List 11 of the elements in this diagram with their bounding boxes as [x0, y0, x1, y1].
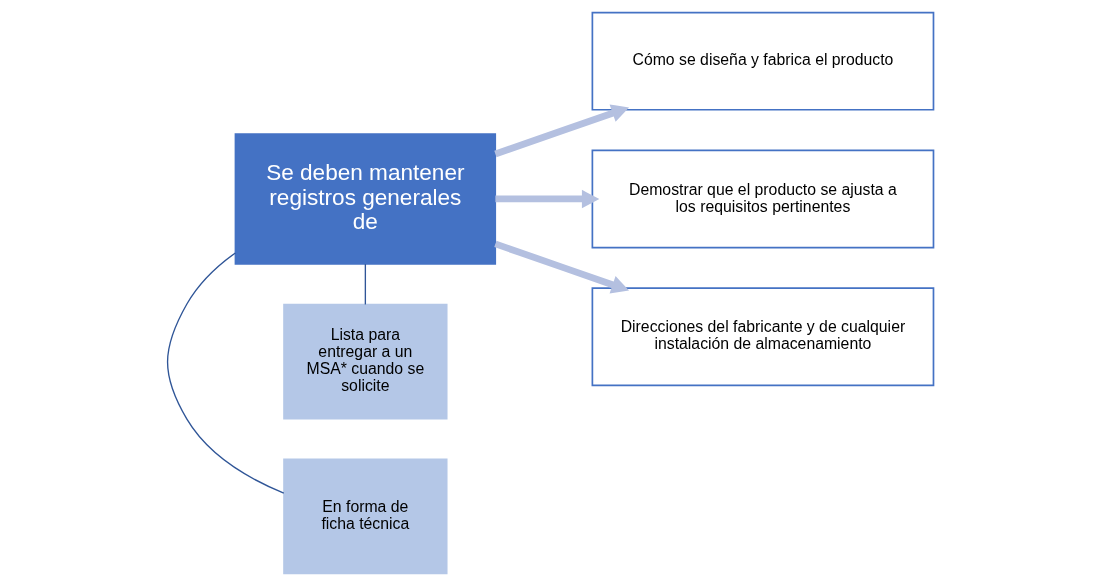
connector: [364, 263, 367, 306]
node-box: En forma de ficha técnica: [283, 458, 448, 575]
arrow: [495, 189, 600, 209]
arrow: [494, 240, 630, 294]
arrow: [494, 104, 630, 158]
node-box: Direcciones del fabricante y de cualquier instalación de almacenamiento: [591, 287, 935, 387]
node-box: Lista para entregar a un MSA* cuando se solicite: [283, 303, 448, 420]
node-box: Cómo se diseña y fabrica el producto: [591, 11, 935, 111]
node-box: Demostrar que el producto se ajusta a los requisitos pertinentes: [591, 149, 935, 249]
connector: [166, 252, 285, 494]
node-box: Se deben mantener registros generales de: [234, 133, 497, 265]
